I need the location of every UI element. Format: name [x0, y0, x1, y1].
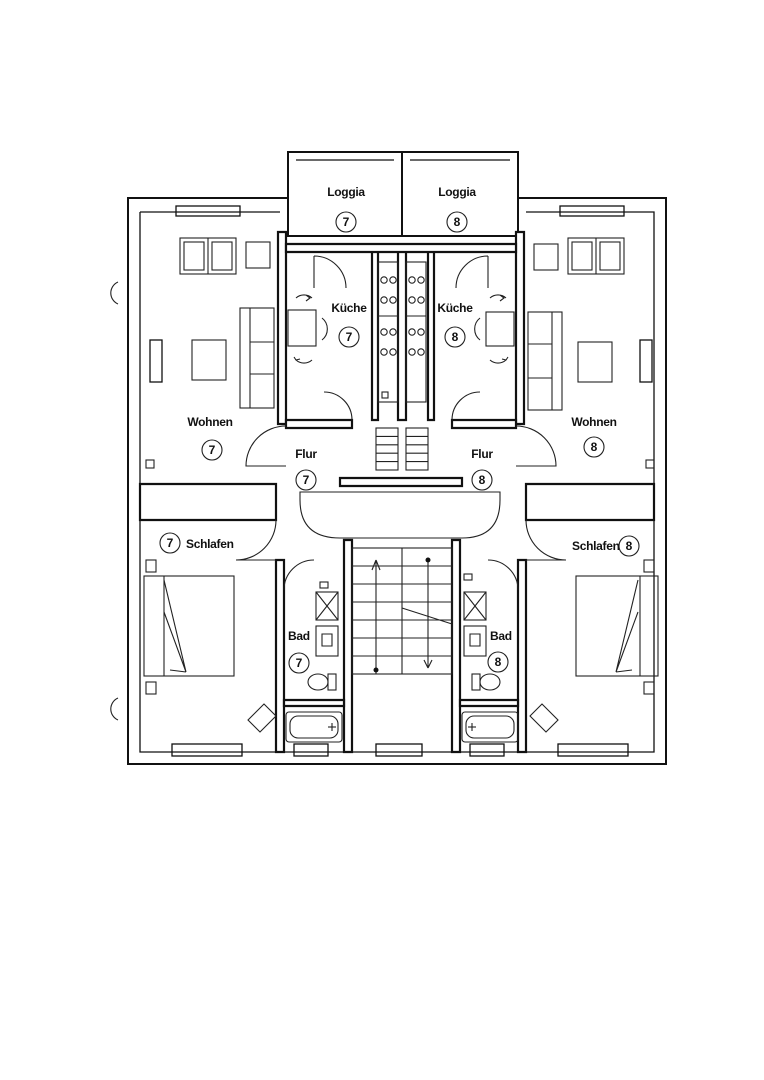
label-schlafen-7: Schlafen — [186, 537, 234, 551]
punch-holes — [110, 281, 119, 721]
svg-text:7: 7 — [346, 330, 353, 344]
unit-marker-kueche-8: 8 — [444, 326, 466, 348]
svg-text:7: 7 — [343, 215, 350, 229]
label-bad-8: Bad — [490, 629, 512, 643]
label-kueche-7: Küche — [331, 301, 367, 315]
label-loggia-8: Loggia — [438, 185, 476, 199]
unit-marker-flur-8: 8 — [471, 469, 493, 491]
hall-steps — [375, 427, 429, 471]
label-wohnen-7: Wohnen — [187, 415, 232, 429]
doors — [235, 255, 567, 591]
unit-marker-kueche-7: 7 — [338, 326, 360, 348]
bath-7-fixtures — [285, 581, 343, 743]
label-kueche-8: Küche — [437, 301, 473, 315]
svg-text:8: 8 — [452, 330, 459, 344]
building-outline — [127, 151, 667, 765]
unit-marker-bad-7: 7 — [288, 652, 310, 674]
svg-text:7: 7 — [167, 536, 174, 550]
unit-marker-loggia-7: 7 — [335, 211, 357, 233]
label-flur-8: Flur — [471, 447, 493, 461]
living-room-8-furniture — [527, 237, 655, 469]
svg-text:7: 7 — [209, 443, 216, 457]
living-room-7-furniture — [145, 237, 275, 469]
bedroom-7-furniture — [143, 559, 277, 733]
svg-text:8: 8 — [454, 215, 461, 229]
svg-text:8: 8 — [479, 473, 486, 487]
svg-text:8: 8 — [591, 440, 598, 454]
svg-text:8: 8 — [626, 539, 633, 553]
label-bad-7: Bad — [288, 629, 310, 643]
unit-marker-bad-8: 8 — [487, 651, 509, 673]
label-schlafen-8: Schlafen — [572, 539, 620, 553]
kitchen-8-furniture — [405, 261, 515, 403]
unit-marker-wohnen-8: 8 — [583, 436, 605, 458]
interior-walls — [138, 230, 656, 754]
unit-marker-schlafen-7: 7 — [159, 532, 181, 554]
kitchen-7-furniture — [287, 261, 399, 403]
staircase — [351, 547, 453, 675]
svg-text:7: 7 — [296, 656, 303, 670]
bath-8-fixtures — [461, 573, 519, 743]
svg-text:8: 8 — [495, 655, 502, 669]
unit-marker-flur-7: 7 — [295, 469, 317, 491]
label-wohnen-8: Wohnen — [571, 415, 616, 429]
windows — [149, 205, 653, 757]
svg-text:7: 7 — [303, 473, 310, 487]
label-loggia-7: Loggia — [327, 185, 365, 199]
room-labels: Loggia 7 Loggia 8 Küche 7 Küche 8 Wohnen… — [159, 185, 640, 674]
bedroom-8-furniture — [529, 559, 659, 733]
label-flur-7: Flur — [295, 447, 317, 461]
unit-marker-wohnen-7: 7 — [201, 439, 223, 461]
unit-marker-schlafen-8: 8 — [618, 535, 640, 557]
unit-marker-loggia-8: 8 — [446, 211, 468, 233]
